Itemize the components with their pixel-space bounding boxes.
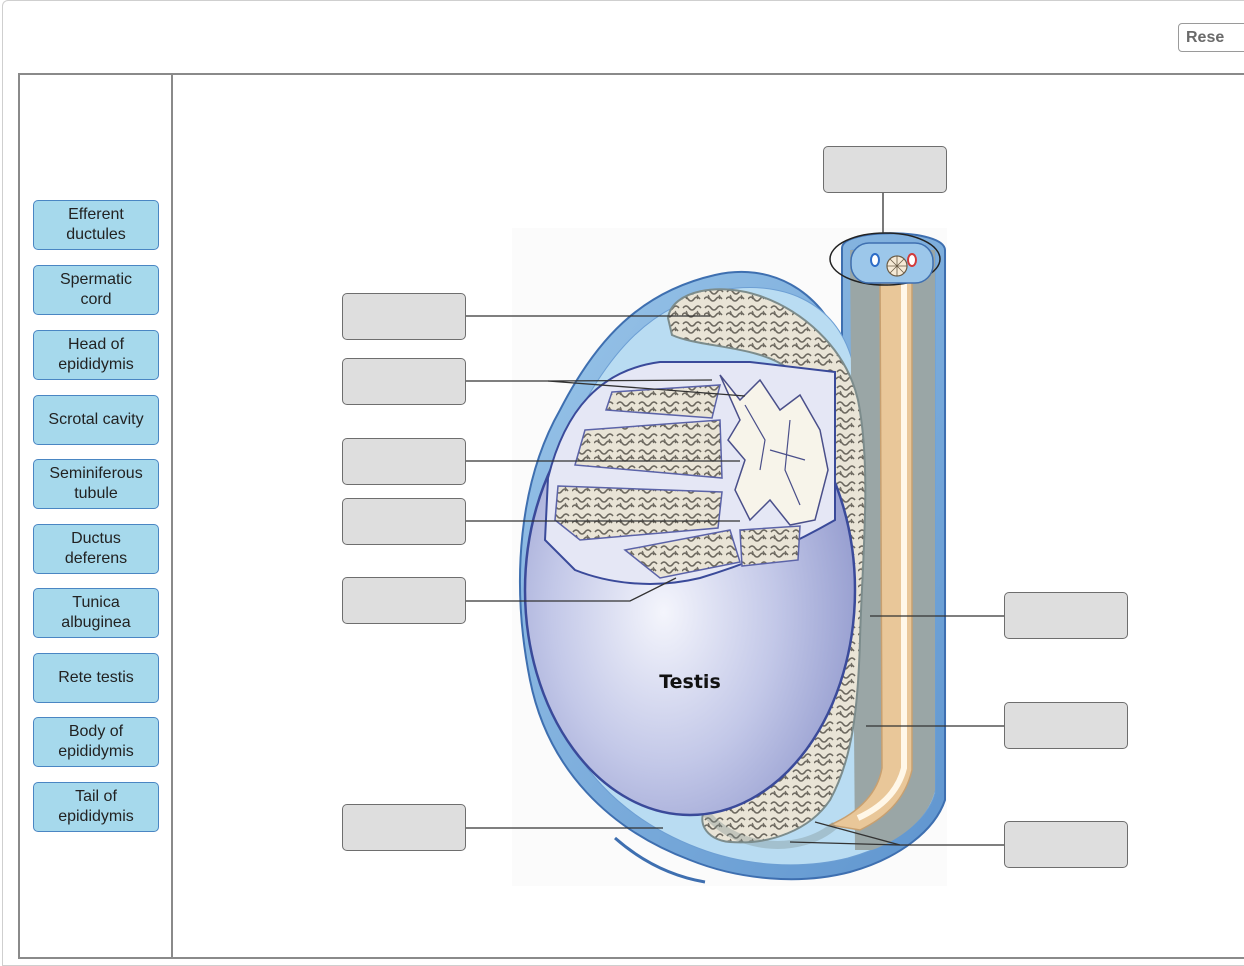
dropzone-left-1[interactable]: [342, 293, 466, 340]
scrotal-cavity-edge: [614, 836, 706, 884]
label-chip-body-of-epididymis[interactable]: Body of epididymis: [33, 717, 159, 767]
leader-lines: [465, 193, 1004, 846]
dropzone-spermatic-cord-section[interactable]: [823, 146, 947, 193]
lobules-cutaway: [543, 361, 836, 585]
label-chip-seminiferous-tubule[interactable]: Seminiferous tubule: [33, 459, 159, 509]
spermatic-cord: [827, 250, 935, 850]
dropzone-left-3[interactable]: [342, 438, 466, 485]
cord-cross-section: [829, 232, 941, 286]
dropzone-right-1[interactable]: [1004, 592, 1128, 639]
label-chip-ductus-deferens[interactable]: Ductus deferens: [33, 524, 159, 574]
label-chip-tail-of-epididymis[interactable]: Tail of epididymis: [33, 782, 159, 832]
dropzone-right-3[interactable]: [1004, 821, 1128, 868]
label-chip-rete-testis[interactable]: Rete testis: [33, 653, 159, 703]
dropzone-left-2[interactable]: [342, 358, 466, 405]
dropzone-left-4[interactable]: [342, 498, 466, 545]
label-chip-scrotal-cavity[interactable]: Scrotal cavity: [33, 395, 159, 445]
dropzone-right-2[interactable]: [1004, 702, 1128, 749]
label-bank: [18, 75, 173, 957]
label-chip-tunica-albuginea[interactable]: Tunica albuginea: [33, 588, 159, 638]
testis-label: Testis: [659, 671, 721, 693]
dropzone-left-6[interactable]: [342, 804, 466, 851]
label-chip-efferent-ductules[interactable]: Efferent ductules: [33, 200, 159, 250]
reset-button[interactable]: Rese: [1178, 23, 1244, 52]
label-chip-spermatic-cord[interactable]: Spermatic cord: [33, 265, 159, 315]
label-chip-head-of-epididymis[interactable]: Head of epididymis: [33, 330, 159, 380]
dropzone-left-5[interactable]: [342, 577, 466, 624]
